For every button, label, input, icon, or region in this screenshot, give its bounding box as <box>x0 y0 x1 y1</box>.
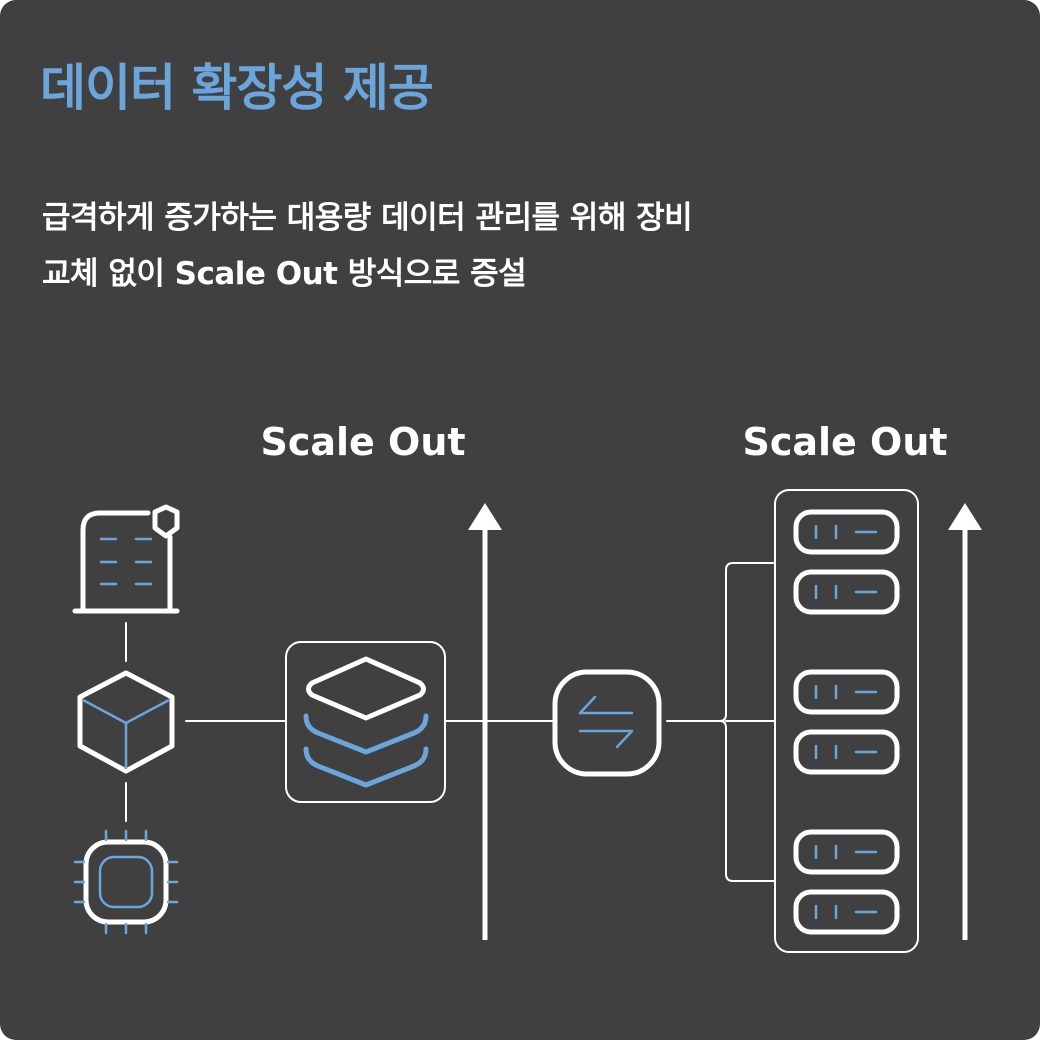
server-rack <box>774 489 919 953</box>
scale-out-label-right: Scale Out <box>742 420 948 464</box>
document-shield-icon <box>72 504 180 614</box>
server-unit-icon <box>793 729 900 775</box>
server-unit-icon <box>793 889 900 935</box>
server-unit-icon <box>793 509 900 555</box>
chip-icon <box>73 829 179 935</box>
arrow-up-icon <box>468 503 502 940</box>
page-title: 데이터 확장성 제공 <box>40 59 434 117</box>
bracket-connector <box>719 562 776 882</box>
description-line-1: 급격하게 증가하는 대용량 데이터 관리를 위해 장비 <box>42 200 693 236</box>
cube-icon <box>77 670 175 774</box>
server-unit-icon <box>793 669 900 715</box>
server-unit-icon <box>793 829 900 875</box>
description-line-2: 교체 없이 Scale Out 방식으로 증설 <box>42 256 527 292</box>
swap-arrows-icon <box>552 669 662 777</box>
arrow-up-icon <box>948 503 982 940</box>
scale-out-label-left: Scale Out <box>260 420 466 464</box>
layers-icon <box>285 641 446 803</box>
server-unit-icon <box>793 569 900 615</box>
